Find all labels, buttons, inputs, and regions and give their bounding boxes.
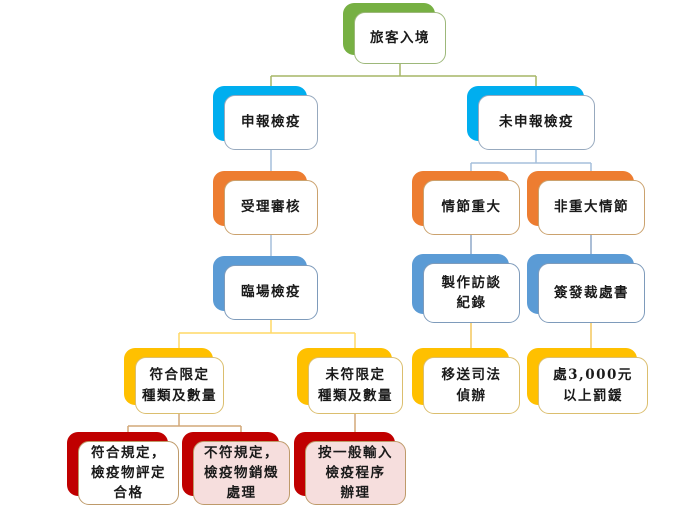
node-judicial-label: 移送司法 偵辦 (423, 357, 520, 414)
node-serious: 情節重大 (412, 171, 520, 235)
node-review: 受理審核 (213, 171, 318, 235)
node-interview-label: 製作訪談 紀錄 (423, 263, 520, 323)
node-entry-label: 旅客入境 (354, 12, 446, 64)
node-onsite-label: 臨場檢疫 (224, 265, 318, 320)
node-judicial: 移送司法 偵辦 (412, 348, 520, 414)
node-review-label: 受理審核 (224, 180, 318, 235)
node-penalty-doc-label: 簽發裁處書 (538, 263, 645, 323)
node-interview: 製作訪談 紀錄 (412, 254, 520, 323)
node-exceeds-limit-label: 未符限定 種類及數量 (308, 357, 403, 414)
node-fine: 處3,000元 以上罰鍰 (527, 348, 648, 414)
node-non-serious: 非重大情節 (527, 171, 645, 235)
node-exceeds-limit: 未符限定 種類及數量 (297, 348, 403, 414)
node-fine-label: 處3,000元 以上罰鍰 (538, 357, 648, 414)
node-destroy: 不符規定， 檢疫物銷燬 處理 (182, 432, 290, 505)
node-declared: 申報檢疫 (213, 86, 318, 150)
node-pass-label: 符合規定， 檢疫物評定 合格 (78, 441, 179, 505)
connector-meets-limit-branch (127, 414, 242, 433)
node-penalty-doc: 簽發裁處書 (527, 254, 645, 323)
node-general-label: 按一般輸入 檢疫程序 辦理 (305, 441, 406, 505)
node-non-serious-label: 非重大情節 (538, 180, 645, 235)
node-destroy-label: 不符規定， 檢疫物銷燬 處理 (193, 441, 290, 505)
node-meets-limit: 符合限定 種類及數量 (124, 348, 224, 414)
node-serious-label: 情節重大 (423, 180, 520, 235)
node-undeclared: 未申報檢疫 (467, 86, 595, 150)
node-pass: 符合規定， 檢疫物評定 合格 (67, 432, 179, 505)
node-entry: 旅客入境 (343, 3, 446, 64)
node-general: 按一般輸入 檢疫程序 辦理 (294, 432, 406, 505)
node-meets-limit-label: 符合限定 種類及數量 (135, 357, 224, 414)
connector-entry-branch (270, 64, 537, 87)
connector-undeclared-branch (470, 150, 592, 172)
node-onsite: 臨場檢疫 (213, 256, 318, 320)
connector-onsite-branch (178, 320, 356, 349)
node-undeclared-label: 未申報檢疫 (478, 95, 595, 150)
node-declared-label: 申報檢疫 (224, 95, 318, 150)
